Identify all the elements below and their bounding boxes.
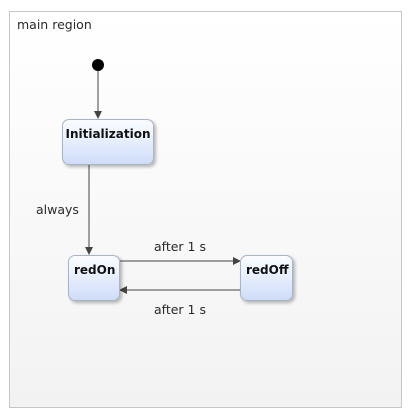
state-redoff[interactable]: redOff [240,255,293,301]
state-redon-label: redOn [74,263,116,277]
state-redoff-label: redOff [246,263,289,277]
initial-pseudostate[interactable] [92,59,104,71]
transition-label-always: always [36,202,79,217]
region-label: main region [17,17,92,32]
transition-label-redon-to-redoff: after 1 s [154,239,206,254]
state-redon[interactable]: redOn [68,255,120,301]
state-initialization-label: Initialization [65,127,151,141]
main-region: main region [9,11,402,408]
transition-label-redoff-to-redon: after 1 s [154,302,206,317]
state-initialization[interactable]: Initialization [62,119,154,165]
